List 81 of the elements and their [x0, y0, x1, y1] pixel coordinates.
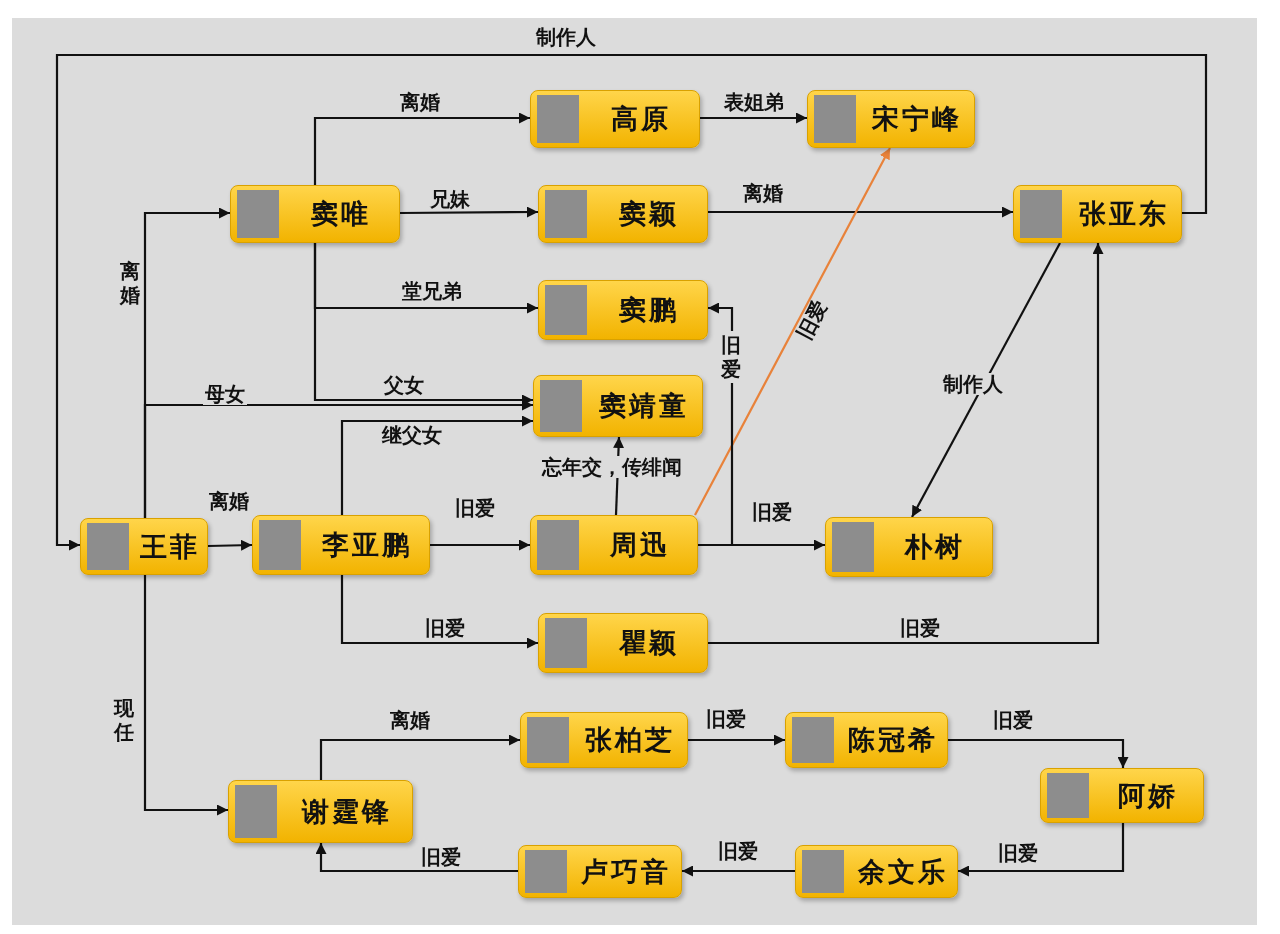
edge-label: 制作人: [941, 373, 1005, 395]
arrow: [207, 539, 253, 551]
person-name: 瞿颖: [618, 626, 680, 660]
arrow: [400, 206, 538, 218]
arrow: [340, 575, 538, 649]
edge-label: 旧爱: [453, 497, 497, 519]
edge-label: 离婚: [388, 709, 432, 731]
person-name: 高原: [610, 102, 672, 136]
edge-label: 旧爱: [791, 295, 833, 345]
person-box: [252, 515, 430, 575]
person-box: [795, 845, 958, 898]
person-box: [230, 185, 400, 243]
person-box: [1013, 185, 1182, 243]
edge-label: 旧爱: [704, 708, 748, 730]
arrow: [143, 399, 533, 518]
arrow: [430, 539, 530, 551]
edge-label: 旧爱: [750, 501, 794, 523]
edge-label: 离婚: [741, 182, 785, 204]
person-name: 余文乐: [856, 854, 949, 889]
person-name: 阿娇: [1117, 778, 1179, 813]
arrow: [313, 112, 530, 185]
person-name: 朴树: [903, 530, 966, 564]
arrow: [708, 206, 1013, 218]
person-box: [807, 90, 975, 148]
edge-label: 母女: [203, 383, 247, 405]
person-box: [825, 517, 993, 577]
person-name: 卢巧音: [580, 854, 672, 889]
edge-label: 旧爱: [898, 617, 942, 639]
edge-label: 父女: [382, 374, 426, 396]
arrow: [319, 734, 520, 780]
person-box: [518, 845, 682, 898]
edge-label: 离婚: [118, 257, 142, 309]
arrow: [143, 575, 228, 816]
person-name: 窦颖: [618, 197, 680, 231]
edge-label: 兄妹: [428, 188, 472, 210]
person-box: [228, 780, 413, 843]
arrow: [55, 53, 1208, 551]
edge-label: 旧爱: [423, 617, 467, 639]
edge-label: 忘年交，传绯闻: [540, 456, 684, 478]
person-box: [530, 90, 700, 148]
arrow: [700, 112, 807, 124]
person-name: 窦靖童: [598, 389, 690, 423]
person-name: 李亚鹏: [321, 528, 413, 562]
arrow: [958, 823, 1125, 877]
person-name: 张柏芝: [584, 723, 676, 757]
edge-label: 继父女: [380, 424, 444, 446]
arrow: [911, 242, 1061, 518]
person-name: 陈冠希: [846, 723, 939, 757]
edge-label: 旧爱: [996, 842, 1040, 864]
person-box: [530, 515, 698, 575]
person-name: 张亚东: [1077, 197, 1170, 231]
person-box: [538, 613, 708, 673]
person-name: 谢霆锋: [300, 794, 393, 829]
edge-label: 离婚: [398, 91, 442, 113]
arrow: [708, 243, 1104, 645]
arrow: [340, 415, 533, 515]
person-name: 宋宁峰: [871, 102, 963, 136]
edge-label: 旧爱: [716, 840, 760, 862]
edge-label: 旧爱: [419, 846, 463, 868]
arrow: [694, 147, 891, 516]
person-box: [538, 185, 708, 243]
edge-label: 表姐弟: [722, 91, 786, 113]
person-name: 周迅: [609, 528, 671, 562]
edge-label: 离婚: [207, 490, 251, 512]
arrow: [948, 738, 1129, 768]
arrow: [682, 865, 795, 877]
person-name: 王菲: [139, 529, 201, 564]
edge-label: 旧爱: [991, 709, 1035, 731]
edge-label: 堂兄弟: [400, 280, 464, 302]
person-box: [80, 518, 208, 575]
person-box: [520, 712, 688, 768]
person-name: 窦鹏: [618, 293, 680, 327]
edge-label: 制作人: [534, 26, 598, 48]
arrow: [315, 843, 518, 873]
edge-label: 旧爱: [719, 331, 743, 383]
person-box: [538, 280, 708, 340]
person-box: [785, 712, 948, 768]
person-name: 窦唯: [310, 197, 372, 231]
person-box: [1040, 768, 1204, 823]
person-box: [533, 375, 703, 437]
arrow: [688, 734, 785, 746]
